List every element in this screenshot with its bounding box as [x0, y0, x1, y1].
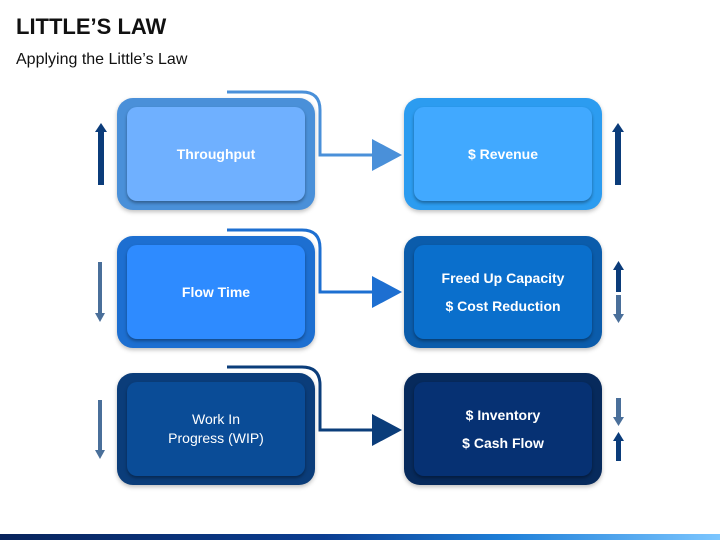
- wip-label-line1: Work In: [192, 411, 240, 427]
- throughput-label: Throughput: [176, 146, 256, 162]
- wip-down-arrow-icon: [95, 400, 105, 459]
- page-title: LITTLE’S LAW: [16, 14, 167, 39]
- connector-arrow-row1: [227, 90, 402, 171]
- wip-label-line2: Progress (WIP): [168, 430, 264, 446]
- throughput-inner: Throughput: [127, 107, 305, 201]
- capacity-box: Freed Up Capacity $ Cost Reduction: [404, 236, 602, 348]
- wip-box: Work In Progress (WIP): [117, 373, 315, 485]
- cash-flow-up-arrow-icon: [613, 432, 624, 461]
- connector-arrow-row2: [227, 228, 402, 308]
- inventory-down-arrow-icon: [613, 398, 624, 426]
- freed-up-capacity-label: Freed Up Capacity: [441, 270, 565, 286]
- revenue-label: $ Revenue: [467, 146, 539, 162]
- flow-time-inner: Flow Time: [127, 245, 305, 339]
- footer-accent-bar: [0, 534, 720, 540]
- inventory-inner: $ Inventory $ Cash Flow: [414, 382, 592, 476]
- cash-flow-label: $ Cash Flow: [462, 435, 544, 451]
- cost-reduction-label: $ Cost Reduction: [445, 298, 561, 314]
- flow-time-label: Flow Time: [181, 284, 251, 300]
- flow-time-box: Flow Time: [117, 236, 315, 348]
- cost-down-arrow-icon: [613, 295, 624, 323]
- throughput-up-arrow-icon: [95, 123, 107, 185]
- revenue-inner: $ Revenue: [414, 107, 592, 201]
- capacity-inner: Freed Up Capacity $ Cost Reduction: [414, 245, 592, 339]
- connector-arrow-row3: [227, 365, 402, 446]
- wip-inner: Work In Progress (WIP): [127, 382, 305, 476]
- inventory-label: $ Inventory: [465, 407, 541, 423]
- throughput-box: Throughput: [117, 98, 315, 210]
- page-subtitle: Applying the Little’s Law: [16, 51, 188, 68]
- revenue-up-arrow-icon: [612, 123, 624, 185]
- inventory-box: $ Inventory $ Cash Flow: [404, 373, 602, 485]
- flow-time-down-arrow-icon: [95, 262, 105, 322]
- capacity-up-arrow-icon: [613, 261, 624, 292]
- revenue-box: $ Revenue: [404, 98, 602, 210]
